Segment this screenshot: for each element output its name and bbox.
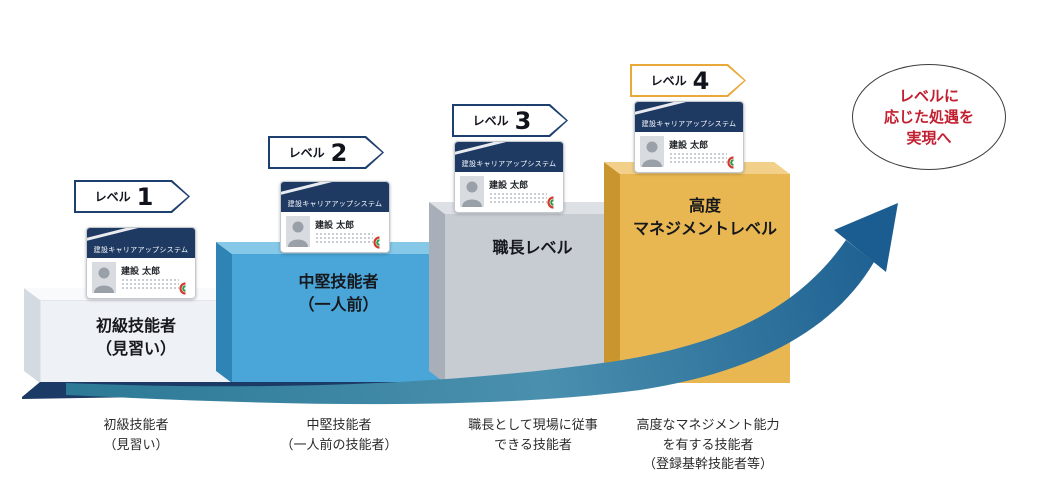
badge-label: レベル xyxy=(94,190,131,204)
step-front: 中堅技能者 （一人前） xyxy=(232,254,445,383)
badge-text: レベル 2 xyxy=(268,136,384,169)
person-photo-icon xyxy=(640,136,664,167)
arrow-head xyxy=(834,203,898,272)
card-body: 建設 太郎 xyxy=(87,258,195,297)
card-system-name: 建設キャリアアップシステム xyxy=(641,120,737,128)
card-body: 建設 太郎 xyxy=(455,172,563,211)
step-side-face xyxy=(429,202,445,383)
goal-line: 応じた処遇を xyxy=(883,107,974,126)
goal-line: レベルに xyxy=(898,86,959,105)
ccus-card: 建設キャリアアップシステム 建設 太郎 xyxy=(454,141,564,213)
goal-line: 実現へ xyxy=(906,128,952,147)
step-label-line: （一人前） xyxy=(298,295,379,315)
caption-line: 初級技能者 xyxy=(103,418,169,433)
badge-number: 2 xyxy=(330,138,348,167)
badge-text: レベル 1 xyxy=(74,180,190,213)
badge-text: レベル 4 xyxy=(630,64,746,97)
badge-number: 3 xyxy=(514,106,532,135)
ccus-logo-icon xyxy=(179,282,186,295)
card-header: 建設キャリアアップシステム xyxy=(281,182,389,212)
badge-label: レベル xyxy=(650,74,687,88)
card-system-name: 建設キャリアアップシステム xyxy=(93,246,189,254)
step-label-line: 高度 xyxy=(688,196,721,215)
caption: 初級技能者 （見習い） xyxy=(36,416,236,455)
card-body: 建設 太郎 xyxy=(281,212,389,251)
caption: 中堅技能者 （一人前の技能者） xyxy=(230,416,448,455)
card-slash-decoration xyxy=(87,228,139,242)
ccus-card: 建設キャリアアップシステム 建設 太郎 xyxy=(280,181,390,253)
card-header: 建設キャリアアップシステム xyxy=(635,102,743,132)
badge-fill-shape xyxy=(270,138,382,167)
badge-number: 1 xyxy=(136,182,154,211)
step-front: 高度 マネジメントレベル xyxy=(620,174,790,383)
level-badge: レベル 1 xyxy=(74,180,190,213)
card-holder-name: 建設 太郎 xyxy=(669,141,709,151)
level-badge: レベル 2 xyxy=(268,136,384,169)
card-dotted-field xyxy=(121,278,179,291)
ccus-logo-icon xyxy=(373,236,380,249)
card-holder-name: 建設 太郎 xyxy=(121,267,161,277)
card-slash-decoration xyxy=(455,142,507,156)
card-header: 建設キャリアアップシステム xyxy=(87,228,195,258)
badge-fill-shape xyxy=(632,66,744,95)
step-label: 中堅技能者 （一人前） xyxy=(232,254,445,383)
card-system-name: 建設キャリアアップシステム xyxy=(287,200,383,208)
step-label-line: 初級技能者 xyxy=(95,316,176,335)
ccus-logo-icon xyxy=(727,156,734,169)
ccus-card: 建設キャリアアップシステム 建設 太郎 xyxy=(86,227,196,299)
badge-text: レベル 3 xyxy=(452,104,568,137)
person-photo-icon xyxy=(286,216,310,247)
caption-line: 中堅技能者 xyxy=(306,418,372,433)
badge-number: 4 xyxy=(692,66,710,95)
step-front: 職長レベル xyxy=(445,214,620,383)
person-photo-icon xyxy=(92,262,116,293)
card-slash-decoration xyxy=(635,102,687,116)
badge-label: レベル xyxy=(288,146,325,160)
badge-label: レベル xyxy=(472,114,509,128)
step-label: 職長レベル xyxy=(445,214,620,383)
step-front: 初級技能者 （見習い） xyxy=(40,300,232,383)
badge-fill-shape xyxy=(76,182,188,211)
card-slash-decoration xyxy=(281,182,333,196)
caption-line: 高度なマネジメント能力 xyxy=(636,418,780,433)
card-dotted-field xyxy=(315,232,373,245)
card-body: 建設 太郎 xyxy=(635,132,743,171)
caption-line: （見習い） xyxy=(103,437,169,453)
step-label-line: 職長レベル xyxy=(492,238,573,257)
card-dotted-field xyxy=(669,152,727,165)
card-system-name: 建設キャリアアップシステム xyxy=(461,160,557,168)
card-dotted-field xyxy=(489,192,547,205)
badge-fill-shape xyxy=(454,106,566,135)
goal-bubble: レベルに 応じた処遇を 実現へ xyxy=(852,64,1006,170)
caption: 高度なマネジメント能力 を有する技能者 （登録基幹技能者等） xyxy=(596,416,820,475)
level-badge: レベル 3 xyxy=(452,104,568,137)
card-holder-name: 建設 太郎 xyxy=(489,181,529,191)
level-badge: レベル 4 xyxy=(630,64,746,97)
step-label: 高度 マネジメントレベル xyxy=(620,174,790,383)
base-platform xyxy=(22,382,636,399)
person-photo-icon xyxy=(460,176,484,207)
step-side-face xyxy=(604,162,620,383)
caption-line: を有する技能者 xyxy=(662,437,754,453)
step-side-face xyxy=(24,288,40,383)
ccus-card: 建設キャリアアップシステム 建設 太郎 xyxy=(634,101,744,173)
step-label: 初級技能者 （見習い） xyxy=(40,300,232,383)
card-header: 建設キャリアアップシステム xyxy=(455,142,563,172)
ccus-logo-icon xyxy=(547,196,554,209)
card-holder-name: 建設 太郎 xyxy=(315,221,355,231)
step-side-face xyxy=(216,242,232,383)
caption-line: できる技能者 xyxy=(494,437,572,453)
caption-line: （一人前の技能者） xyxy=(280,437,398,453)
step-label-line: （見習い） xyxy=(95,339,176,359)
caption-line: 職長として現場に従事 xyxy=(468,418,598,433)
step-label-line: 中堅技能者 xyxy=(298,272,379,291)
caption-line: （登録基幹技能者等） xyxy=(642,457,773,472)
step-label-line: マネジメントレベル xyxy=(632,219,777,239)
caption: 職長として現場に従事 できる技能者 xyxy=(436,416,630,455)
